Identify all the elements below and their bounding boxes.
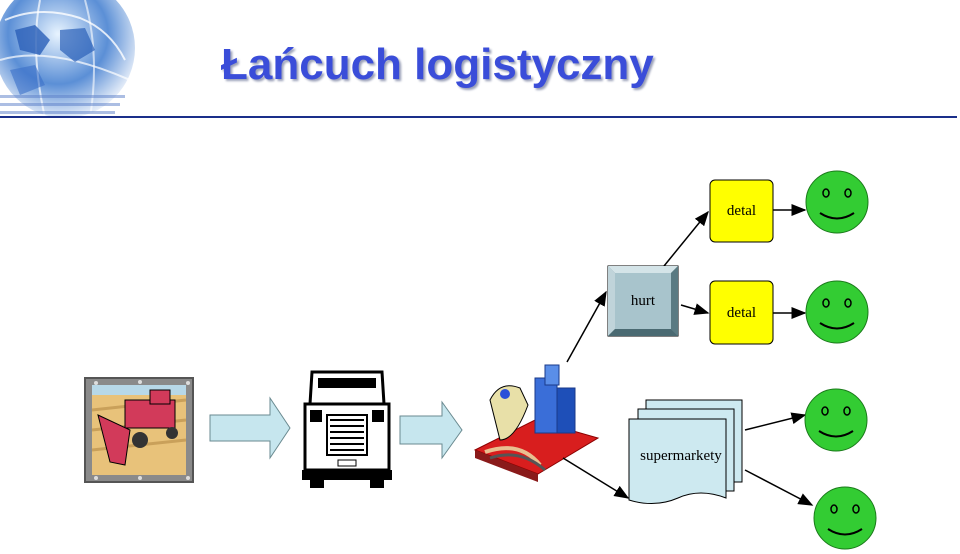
customer-face-1 bbox=[805, 170, 869, 234]
connector-wholesale-retail-top bbox=[663, 210, 709, 267]
retail-node-top bbox=[709, 179, 774, 243]
connector-wholesale-retail-mid bbox=[680, 303, 710, 315]
page-title: Łańcuch logistyczny bbox=[221, 40, 654, 89]
supermarket-node bbox=[628, 399, 743, 504]
title-divider bbox=[0, 116, 957, 118]
connector-factory-wholesale bbox=[566, 290, 607, 363]
retail-mid-label: detal bbox=[726, 305, 757, 321]
harvester-icon bbox=[84, 377, 194, 483]
customer-face-4 bbox=[813, 486, 877, 550]
connector-supermarket-customer-2 bbox=[744, 469, 814, 506]
retail-top-label: detal bbox=[726, 203, 757, 219]
connector-supermarket-customer-1 bbox=[744, 412, 807, 431]
customer-face-2 bbox=[805, 280, 869, 344]
block-arrow-2 bbox=[399, 400, 463, 460]
wholesale-node bbox=[607, 265, 679, 337]
customer-face-3 bbox=[804, 388, 868, 452]
connector-factory-supermarket bbox=[562, 457, 630, 499]
supermarkets-label: supermarkety bbox=[640, 448, 722, 464]
wholesale-label: hurt bbox=[630, 293, 656, 309]
block-arrow-1 bbox=[209, 396, 291, 460]
globe-logo bbox=[0, 0, 140, 120]
truck-icon bbox=[302, 370, 392, 488]
retail-node-mid bbox=[709, 280, 774, 345]
factory-icon bbox=[473, 364, 600, 482]
